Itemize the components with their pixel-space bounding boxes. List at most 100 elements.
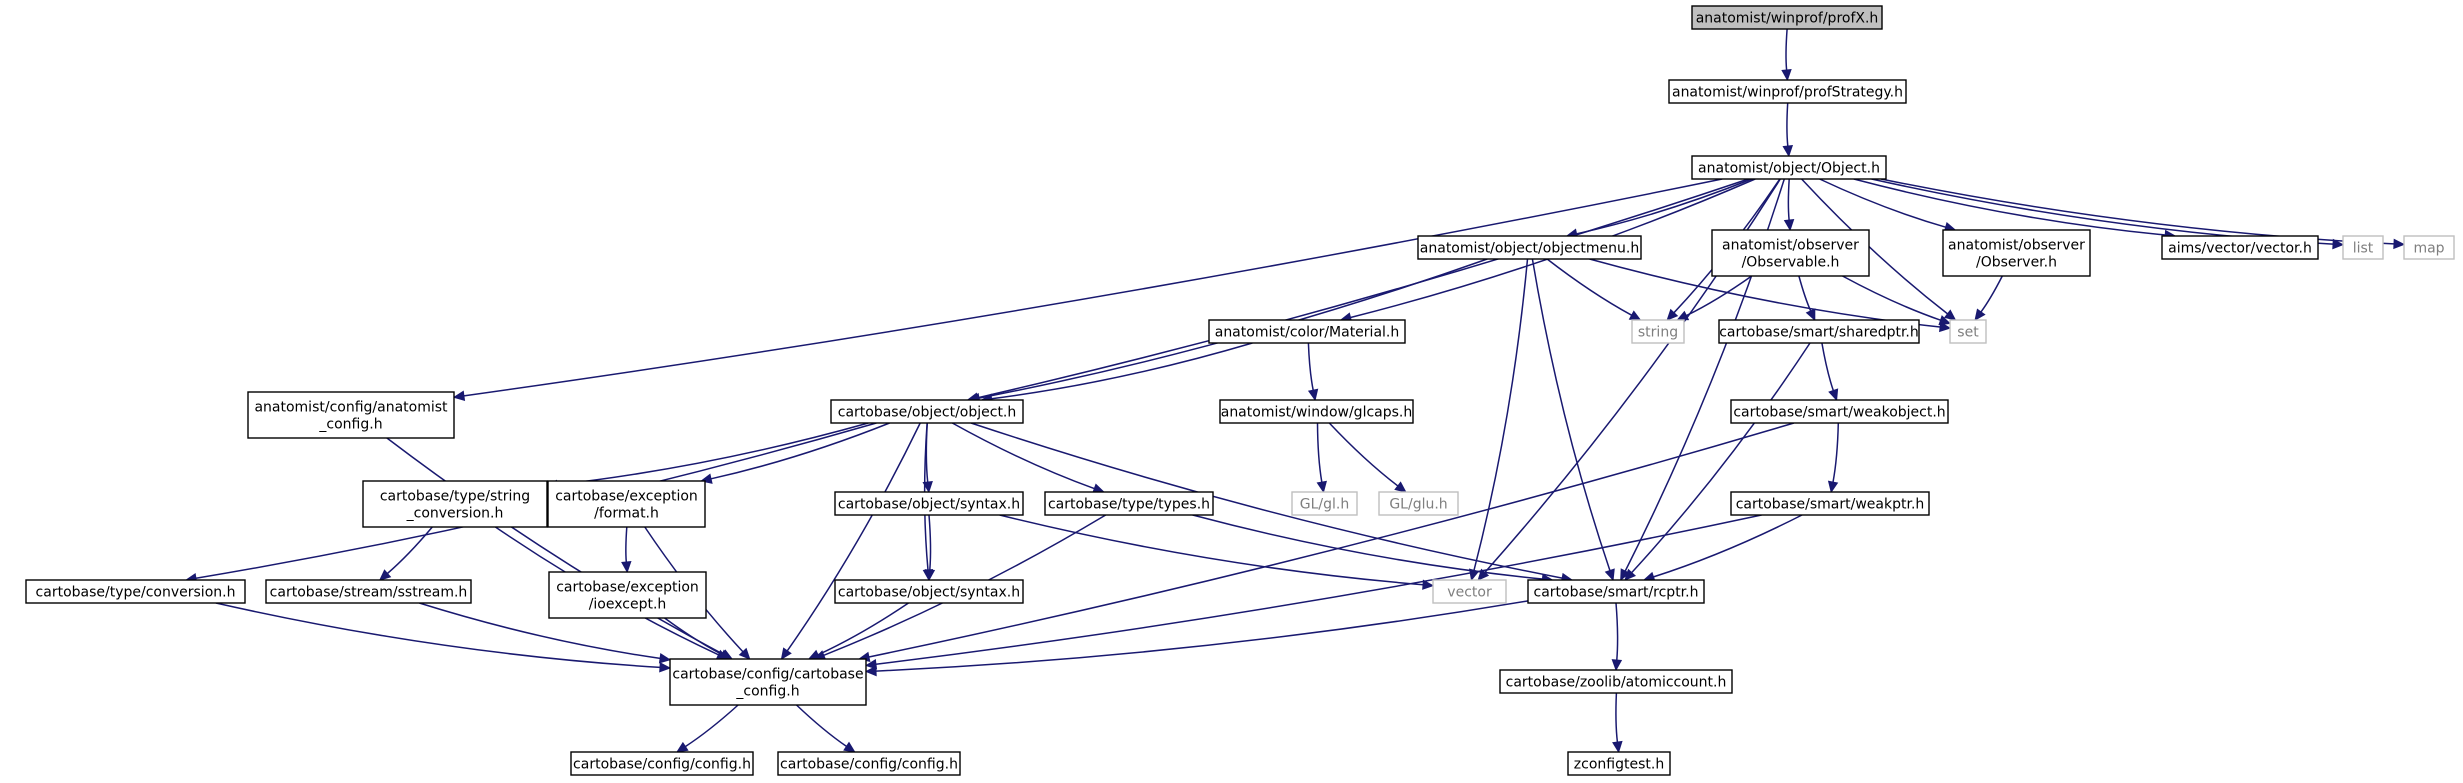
node-box bbox=[1691, 155, 1887, 180]
node-glcaps[interactable]: anatomist/window/glcaps.h bbox=[1219, 399, 1414, 424]
node-box bbox=[834, 579, 1024, 604]
node-profX[interactable]: anatomist/winprof/profX.h bbox=[1691, 5, 1883, 30]
node-label: cartobase/smart/weakobject.h bbox=[1733, 405, 1945, 421]
node-string: string bbox=[1631, 319, 1685, 344]
node-box bbox=[1631, 319, 1685, 344]
node-cbconfig[interactable]: cartobase/config/cartobase_config.h bbox=[669, 658, 867, 706]
node-label: _config.h bbox=[318, 417, 382, 433]
arrowhead-glcaps-to-gluh bbox=[1394, 481, 1407, 493]
edge-rcptr-to-cbconfig bbox=[875, 600, 1529, 672]
node-stringconv[interactable]: cartobase/type/string_conversion.h bbox=[362, 480, 548, 528]
node-label: _config.h bbox=[735, 684, 799, 700]
edge-sharedptr-to-rcptr bbox=[1631, 342, 1811, 574]
edge-syntax2-to-cbconfig bbox=[817, 602, 909, 656]
node-Observable[interactable]: anatomist/observer/Observable.h bbox=[1711, 229, 1870, 277]
arrowhead-ObjectH-to-set bbox=[1943, 309, 1957, 321]
node-label: cartobase/smart/rcptr.h bbox=[1534, 585, 1699, 601]
node-box bbox=[1499, 669, 1733, 694]
node-box bbox=[1044, 491, 1214, 516]
node-ObjectH[interactable]: anatomist/object/Object.h bbox=[1691, 155, 1887, 180]
node-label: cartobase/config/cartobase bbox=[672, 667, 863, 683]
node-label: anatomist/observer bbox=[1722, 238, 1859, 254]
edge-anaconfig-to-cbconfig bbox=[386, 437, 724, 655]
node-set: set bbox=[1949, 319, 1987, 344]
edge-objobj-to-format bbox=[710, 422, 890, 480]
node-conversion[interactable]: cartobase/type/conversion.h bbox=[25, 579, 246, 604]
node-format[interactable]: cartobase/exception/format.h bbox=[547, 480, 706, 528]
edge-cbconfig-to-config1 bbox=[684, 704, 739, 748]
node-label: anatomist/winprof/profX.h bbox=[1696, 11, 1879, 27]
node-label: set bbox=[1957, 325, 1979, 341]
node-label: cartobase/object/object.h bbox=[838, 405, 1017, 421]
node-label: GL/gl.h bbox=[1300, 497, 1349, 513]
node-label: cartobase/smart/weakptr.h bbox=[1736, 497, 1925, 513]
node-label: zconfigtest.h bbox=[1574, 757, 1664, 773]
node-config2[interactable]: cartobase/config/config.h bbox=[777, 751, 961, 776]
node-box bbox=[1730, 491, 1930, 516]
edge-objectmenu-to-vector bbox=[1473, 258, 1529, 571]
edge-objectmenu-to-string bbox=[1546, 258, 1632, 316]
node-sstream[interactable]: cartobase/stream/sstream.h bbox=[265, 579, 472, 604]
node-Material[interactable]: anatomist/color/Material.h bbox=[1208, 319, 1406, 344]
node-aimsvector[interactable]: aims/vector/vector.h bbox=[2161, 235, 2319, 260]
edge-ObjectH-to-objobj bbox=[977, 178, 1749, 399]
node-label: cartobase/smart/sharedptr.h bbox=[1719, 325, 1919, 341]
node-syntax1[interactable]: cartobase/object/syntax.h bbox=[834, 491, 1024, 516]
node-box bbox=[2403, 235, 2455, 260]
node-label: anatomist/winprof/profStrategy.h bbox=[1672, 85, 1903, 101]
node-ioexcept[interactable]: cartobase/exception/ioexcept.h bbox=[548, 571, 707, 619]
arrowhead-objectmenu-to-set bbox=[1939, 321, 1952, 333]
arrowhead-ObjectH-to-rcptr bbox=[1620, 568, 1631, 582]
node-config1[interactable]: cartobase/config/config.h bbox=[570, 751, 754, 776]
node-label: cartobase/type/conversion.h bbox=[36, 585, 236, 601]
node-label: cartobase/type/types.h bbox=[1048, 497, 1210, 513]
arrowhead-Observable-to-sharedptr bbox=[1805, 308, 1816, 322]
node-label: cartobase/config/config.h bbox=[573, 757, 751, 773]
edge-profStrategy-to-ObjectH bbox=[1786, 102, 1789, 147]
node-label: anatomist/object/objectmenu.h bbox=[1420, 241, 1639, 257]
node-label: anatomist/object/Object.h bbox=[1698, 161, 1880, 177]
edge-ObjectH-to-Observer bbox=[1819, 178, 1946, 228]
edge-weakobject-to-cbconfig bbox=[868, 422, 1795, 658]
node-Observer[interactable]: anatomist/observer/Observer.h bbox=[1942, 229, 2091, 277]
edge-objobj-to-stringconv bbox=[556, 422, 869, 486]
node-anaconfig[interactable]: anatomist/config/anatomist_config.h bbox=[247, 391, 455, 439]
arrowhead-Observer-to-set bbox=[1974, 308, 1986, 321]
arrowhead-ObjectH-to-Observable bbox=[1783, 219, 1795, 232]
node-box bbox=[1527, 579, 1705, 604]
node-objobj[interactable]: cartobase/object/object.h bbox=[830, 399, 1024, 424]
node-box bbox=[1291, 491, 1358, 516]
edge-Material-to-glcaps bbox=[1307, 342, 1314, 391]
node-atomiccount[interactable]: cartobase/zoolib/atomiccount.h bbox=[1499, 669, 1733, 694]
edge-Observer-to-set bbox=[1980, 275, 2003, 313]
node-label: cartobase/object/syntax.h bbox=[838, 585, 1020, 601]
node-box bbox=[1668, 79, 1907, 104]
edge-ObjectH-to-aimsvector bbox=[1853, 178, 2166, 236]
edge-objobj-to-rcptr bbox=[970, 422, 1563, 579]
arrowhead-ObjectH-to-string bbox=[1666, 308, 1679, 321]
node-weakptr[interactable]: cartobase/smart/weakptr.h bbox=[1730, 491, 1930, 516]
node-syntax2[interactable]: cartobase/object/syntax.h bbox=[834, 579, 1024, 604]
node-label: _conversion.h bbox=[406, 506, 504, 522]
arrowhead-objobj-to-syntax1 bbox=[922, 481, 933, 494]
node-label: cartobase/zoolib/atomiccount.h bbox=[1506, 675, 1727, 691]
node-objectmenu[interactable]: anatomist/object/objectmenu.h bbox=[1417, 235, 1642, 260]
node-label: cartobase/object/syntax.h bbox=[838, 497, 1020, 513]
node-weakobject[interactable]: cartobase/smart/weakobject.h bbox=[1730, 399, 1949, 424]
node-zconfigtest[interactable]: zconfigtest.h bbox=[1567, 751, 1671, 776]
edge-objobj-to-types bbox=[951, 422, 1095, 490]
node-box bbox=[548, 571, 707, 619]
node-sharedptr[interactable]: cartobase/smart/sharedptr.h bbox=[1718, 319, 1920, 344]
node-rcptr[interactable]: cartobase/smart/rcptr.h bbox=[1527, 579, 1705, 604]
edge-syntax1-to-vector bbox=[999, 514, 1424, 586]
node-box bbox=[669, 658, 867, 706]
arrowhead-profX-to-profStrategy bbox=[1781, 69, 1792, 82]
arrowhead-glcaps-to-glh bbox=[1316, 480, 1327, 494]
node-types[interactable]: cartobase/type/types.h bbox=[1044, 491, 1214, 516]
node-label: cartobase/config/config.h bbox=[780, 757, 958, 773]
arrowhead-ObjectH-to-anaconfig bbox=[452, 390, 466, 401]
edge-ioexcept-to-cbconfig bbox=[664, 617, 723, 656]
node-profStrategy[interactable]: anatomist/winprof/profStrategy.h bbox=[1668, 79, 1907, 104]
edge-Observable-to-set bbox=[1842, 275, 1941, 321]
